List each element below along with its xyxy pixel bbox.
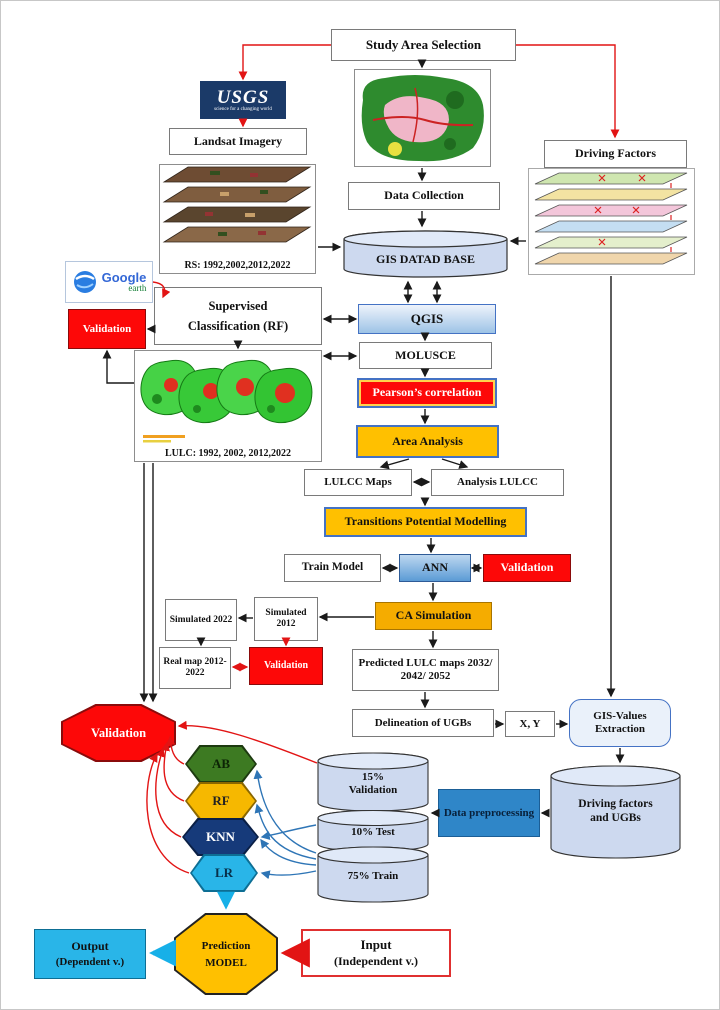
input-box: Input (Independent v.) [301,929,451,977]
gis-values-extraction-box: GIS-Values Extraction [569,699,671,747]
prediction-line2: MODEL [205,956,247,969]
validation-rf-box: Validation [68,309,146,349]
model-ab-label: AB [211,756,231,771]
rs-caption: RS: 1992,2002,2012,2022 [184,260,291,271]
lulc-maps-panel: LULC: 1992, 2002, 2012,2022 [134,350,322,462]
landsat-imagery-box: Landsat Imagery [169,128,307,155]
split-train-cylinder: 75% Train [316,846,430,904]
supervised-line1: Supervised [208,298,268,313]
delineation-ugbs-box: Delineation of UGBs [352,709,494,737]
validation-models-octagon: Validation [61,704,176,762]
gis-database-cylinder: GIS DATAD BASE [342,228,509,280]
model-ab-hexagon: AB [185,745,257,783]
prediction-model-fill: Prediction MODEL [176,915,276,993]
train-model-box: Train Model [284,554,381,582]
model-lr-fill: LR [192,856,256,890]
data-preprocessing-box: Data preprocessing [438,789,540,837]
validation-models-fill: Validation [63,706,174,760]
split-train-label: 75% Train [347,870,399,882]
prediction-model-octagon: Prediction MODEL [174,913,278,995]
model-rf-label: RF [212,793,230,808]
output-line1: Output [71,938,109,953]
split-train-shape [317,846,429,903]
driving-factors-graphic [534,172,688,265]
split-test-shape [317,809,429,853]
predicted-lulc-box: Predicted LULC maps 2032/ 2042/ 2052 [352,649,499,691]
driving-ugbs-shape [550,765,681,859]
model-rf-hexagon: RF [185,782,257,820]
gis-database-shape [343,230,508,278]
input-line1: Input [360,936,392,952]
lulcc-maps-box: LULCC Maps [304,469,412,496]
google-earth-logo: Google earth [65,261,153,303]
validation-models-label: Validation [90,725,147,740]
ann-box: ANN [399,554,471,582]
split-validation-shape [317,752,429,812]
qgis-box: QGIS [358,304,496,334]
rs-imagery-graphic [162,166,312,243]
lulc-maps-graphic [140,359,313,443]
model-lr-label: LR [214,865,234,880]
simulated-2022-box: Simulated 2022 [165,599,237,641]
split-test-cylinder: 10% Test [316,809,430,853]
validation-ann-box: Validation [483,554,571,582]
driving-ugbs-cylinder: Driving factors and UGBs [549,764,682,861]
supervised-classification-box: Supervised Classification (RF) [154,287,322,345]
analysis-lulcc-box: Analysis LULCC [431,469,564,496]
google-earth-text: earth [128,283,147,293]
split-validation-label: 15% Validation [348,771,398,797]
model-knn-label: KNN [206,829,235,844]
google-earth-globe-icon [73,271,96,293]
data-collection-box: Data Collection [348,182,500,210]
split-test-label: 10% Test [351,826,395,838]
lulc-caption: LULC: 1992, 2002, 2012,2022 [164,448,292,459]
model-rf-fill: RF [187,784,255,818]
usgs-tagline: science for a changing world [214,107,272,112]
model-knn-fill: KNN [184,820,257,854]
real-map-box: Real map 2012- 2022 [159,647,231,689]
input-line2: (Independent v.) [333,953,419,968]
area-analysis-box: Area Analysis [356,425,499,458]
output-line2: (Dependent v.) [55,955,125,968]
google-logo-text: Google [101,270,147,285]
study-area-map [354,69,491,167]
simulated-2012-box: Simulated 2012 [254,597,318,641]
study-area-selection-box: Study Area Selection [331,29,516,61]
split-validation-cylinder: 15% Validation [316,751,430,813]
validation-sim-box: Validation [249,647,323,685]
pearson-correlation-box: Pearson’s correlation [357,378,497,408]
xy-box: X, Y [505,711,555,737]
supervised-line2: Classification (RF) [187,319,289,333]
blue-arrows [253,769,317,880]
model-knn-hexagon: KNN [182,818,259,856]
driving-factors-box: Driving Factors [544,140,687,168]
gis-database-label: GIS DATAD BASE [376,252,475,266]
study-area-map-graphic [361,75,484,162]
output-box: Output (Dependent v.) [34,929,146,979]
molusce-box: MOLUSCE [359,342,492,369]
usgs-logo-text: USGS [216,87,270,108]
rs-imagery-stack: RS: 1992,2002,2012,2022 [159,164,316,274]
driving-ugbs-label: Driving factors and UGBs [578,798,653,824]
ca-simulation-box: CA Simulation [375,602,492,630]
model-lr-hexagon: LR [190,854,258,892]
usgs-logo: USGS science for a changing world [200,81,286,119]
prediction-line1: Prediction [201,939,251,952]
transitions-potential-box: Transitions Potential Modelling [324,507,527,537]
model-ab-fill: AB [187,747,255,781]
driving-factors-stack [528,168,695,275]
